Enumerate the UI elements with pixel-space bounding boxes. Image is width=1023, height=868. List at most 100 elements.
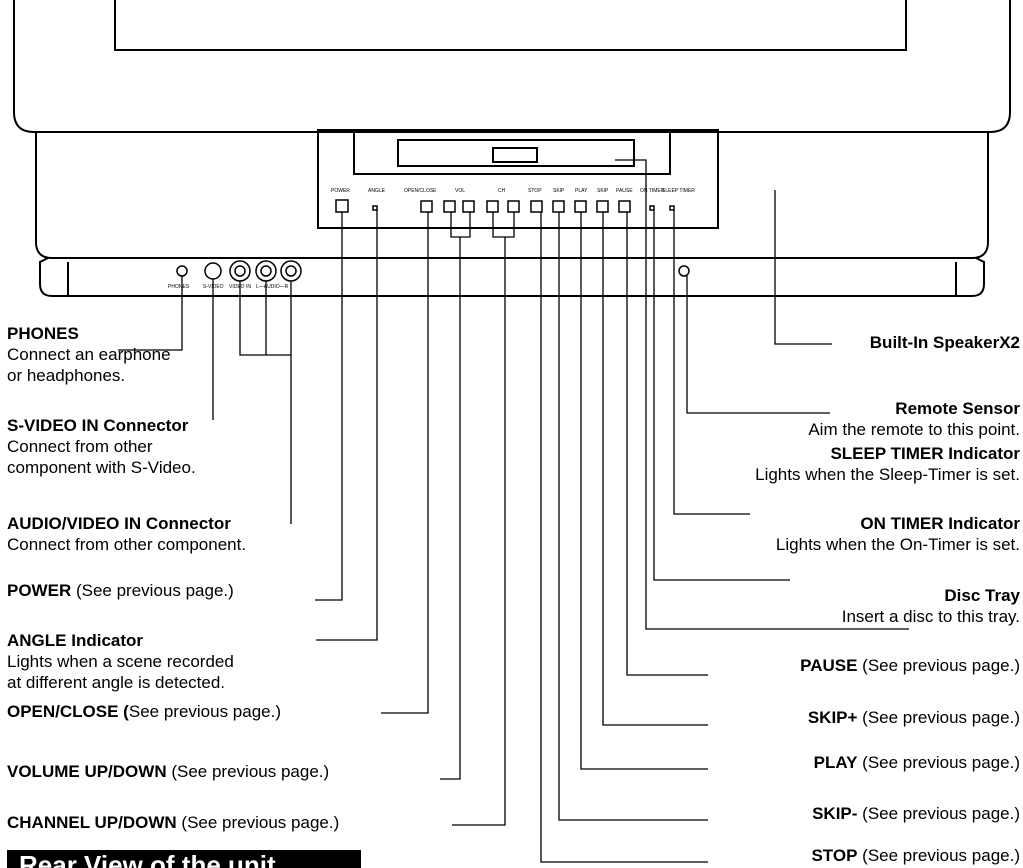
leader-av xyxy=(239,281,292,356)
panel-label-skip: SKIP xyxy=(597,188,609,194)
leader-power xyxy=(315,212,343,601)
section-banner: Rear View of the unit xyxy=(7,850,361,868)
callout-angle-title: ANGLE Indicator xyxy=(7,631,144,650)
open-close-button xyxy=(420,200,433,213)
callout-remote-desc: Aim the remote to this point. xyxy=(808,420,1020,439)
leader-stop xyxy=(540,212,708,863)
callout-open-close-desc: See previous page.) xyxy=(128,702,282,721)
disc-tray xyxy=(397,139,635,167)
callout-open-close: OPEN/CLOSE (See previous page.) xyxy=(7,701,281,722)
callout-play-title: PLAY xyxy=(813,753,858,772)
callout-speaker: Built-In SpeakerX2 xyxy=(870,332,1020,353)
callout-sleep-timer: SLEEP TIMER Indicator Lights when the Sl… xyxy=(755,443,1020,485)
sleep-timer-indicator xyxy=(669,205,675,211)
angle-indicator xyxy=(372,205,378,211)
callout-sleep-timer-desc: Lights when the Sleep-Timer is set. xyxy=(755,465,1020,484)
callout-on-timer: ON TIMER Indicator Lights when the On-Ti… xyxy=(776,513,1020,555)
panel-label-on-timer: ON TIMER xyxy=(640,188,665,194)
callout-skip-plus: SKIP+ (See previous page.) xyxy=(808,707,1020,728)
panel-label-power: POWER xyxy=(331,188,350,194)
callout-channel-desc: (See previous page.) xyxy=(181,813,340,832)
callout-angle-desc: Lights when a scene recorded xyxy=(7,652,234,671)
panel-label-pause: PAUSE xyxy=(616,188,633,194)
panel-label-sleep-timer: SLEEP TIMER xyxy=(662,188,695,194)
panel-label-audio: L—AUDIO—R xyxy=(256,284,289,290)
vol-down-button xyxy=(443,200,456,213)
callout-svideo-desc: component with S-Video. xyxy=(7,458,196,477)
leader-skip-minus xyxy=(558,212,708,821)
leader-angle xyxy=(316,210,378,641)
on-timer-indicator xyxy=(649,205,655,211)
control-panel xyxy=(317,129,719,229)
callout-pause-title: PAUSE xyxy=(800,656,858,675)
leader-play xyxy=(580,212,708,770)
phones-jack xyxy=(176,265,188,277)
leader-tray xyxy=(615,159,909,630)
callout-av-in: AUDIO/VIDEO IN Connector Connect from ot… xyxy=(7,513,246,555)
skip-plus-button xyxy=(596,200,609,213)
callout-channel-title: CHANNEL UP/DOWN xyxy=(7,813,177,832)
callout-remote-title: Remote Sensor xyxy=(895,399,1020,418)
leader-remote xyxy=(686,276,830,414)
leader-on-timer xyxy=(653,210,790,581)
video-in-jack xyxy=(229,260,251,282)
leader-sleep-timer xyxy=(673,210,750,515)
callout-svideo-title: S-VIDEO IN Connector xyxy=(7,416,189,435)
panel-label-stop: STOP xyxy=(528,188,542,194)
leader-open-close xyxy=(381,212,429,714)
remote-sensor xyxy=(678,265,690,277)
power-button xyxy=(335,199,349,213)
leader-channel xyxy=(452,237,506,826)
callout-pause-desc: (See previous page.) xyxy=(862,656,1020,675)
callout-remote: Remote Sensor Aim the remote to this poi… xyxy=(808,398,1020,440)
ch-up-button xyxy=(507,200,520,213)
callout-angle: ANGLE Indicator Lights when a scene reco… xyxy=(7,630,234,693)
leader-ch-bracket xyxy=(492,212,515,238)
play-button xyxy=(574,200,587,213)
front-strip xyxy=(39,257,985,297)
callout-volume-desc: (See previous page.) xyxy=(171,762,330,781)
callout-on-timer-desc: Lights when the On-Timer is set. xyxy=(775,535,1020,554)
audio-r-jack xyxy=(280,260,302,282)
callout-play: PLAY (See previous page.) xyxy=(814,752,1020,773)
panel-label-skip: SKIP xyxy=(553,188,565,194)
callout-av-in-title: AUDIO/VIDEO IN Connector xyxy=(7,514,231,533)
callout-volume: VOLUME UP/DOWN (See previous page.) xyxy=(7,761,329,782)
stop-button xyxy=(530,200,543,213)
panel-label-phones: PHONES xyxy=(168,284,190,290)
callout-phones-desc: Connect an earphone xyxy=(7,345,171,364)
leader-skip-plus xyxy=(602,212,708,726)
leader-volume xyxy=(440,237,461,780)
leader-speaker xyxy=(774,190,832,345)
callout-phones-title: PHONES xyxy=(7,324,79,343)
disc-tray-door xyxy=(353,129,671,175)
s-video-jack xyxy=(204,262,222,280)
callout-skip-minus-title: SKIP- xyxy=(812,804,858,823)
leader-phones xyxy=(118,276,183,351)
tv-lower-cabinet xyxy=(35,132,989,259)
panel-label-ch: CH xyxy=(498,188,506,194)
callout-svideo: S-VIDEO IN Connector Connect from other … xyxy=(7,415,196,478)
panel-label-open-close: OPEN/CLOSE xyxy=(404,188,437,194)
callout-skip-plus-title: SKIP+ xyxy=(807,708,858,727)
callout-disc-tray: Disc Tray Insert a disc to this tray. xyxy=(842,585,1020,627)
callout-volume-title: VOLUME UP/DOWN xyxy=(7,762,167,781)
callout-svideo-desc: Connect from other xyxy=(7,437,153,456)
audio-l-jack xyxy=(255,260,277,282)
callout-play-desc: (See previous page.) xyxy=(862,753,1020,772)
panel-label-vol: VOL xyxy=(455,188,465,194)
callout-skip-minus-desc: (See previous page.) xyxy=(862,804,1020,823)
callout-sleep-timer-title: SLEEP TIMER Indicator xyxy=(830,444,1020,463)
callout-open-close-title: OPEN/CLOSE ( xyxy=(7,702,129,721)
callout-disc-tray-desc: Insert a disc to this tray. xyxy=(841,607,1020,626)
pause-button xyxy=(618,200,631,213)
callout-power-title: POWER xyxy=(7,581,72,600)
tv-cabinet-outline xyxy=(13,0,1011,133)
skip-minus-button xyxy=(552,200,565,213)
callout-speaker-title: Built-In SpeakerX2 xyxy=(869,333,1020,352)
panel-label-play: PLAY xyxy=(575,188,588,194)
callout-angle-desc: at different angle is detected. xyxy=(7,673,226,692)
tv-screen-bezel xyxy=(114,0,907,51)
leader-vol-bracket xyxy=(450,212,471,238)
